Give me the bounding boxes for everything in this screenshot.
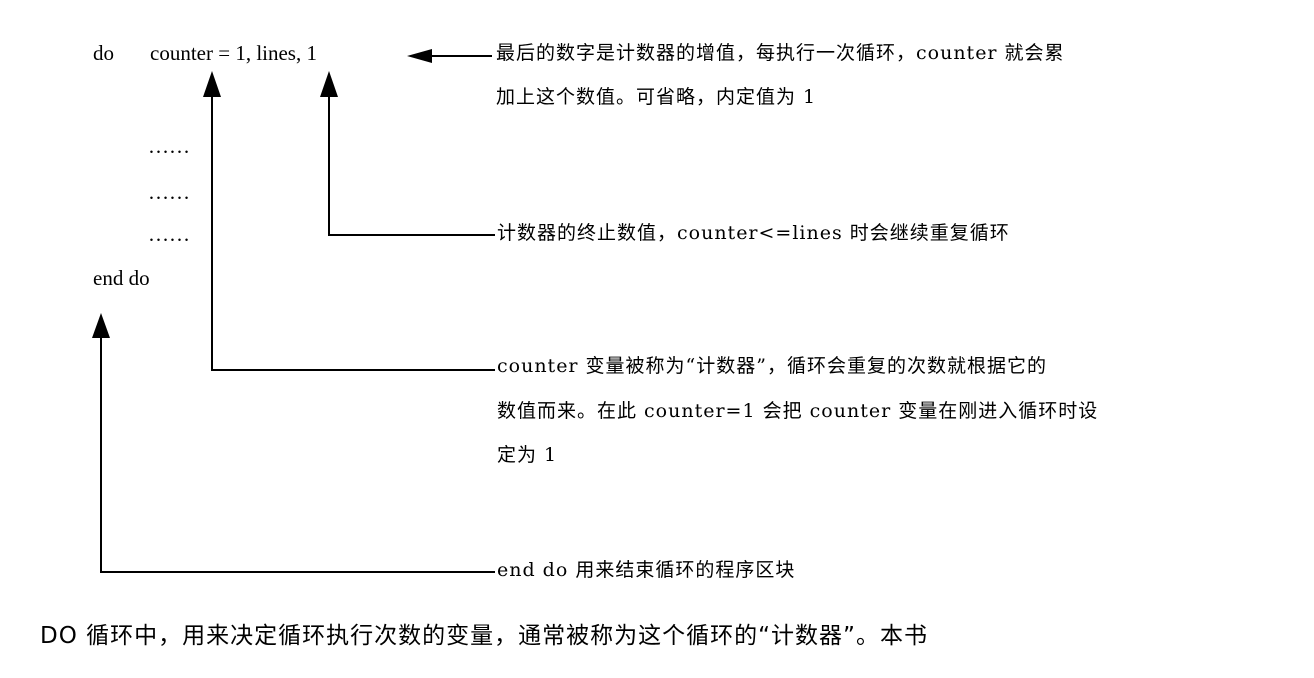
counter-annotation-line-1: counter 变量被称为“计数器”，循环会重复的次数就根据它的 [497, 355, 1047, 377]
end-connector [100, 336, 495, 573]
end-annotation: end do 用来结束循环的程序区块 [497, 559, 796, 581]
counter-connector [211, 96, 495, 371]
limit-arrowhead [320, 71, 338, 97]
code-loop-header: counter = 1, lines, 1 [150, 41, 317, 65]
increment-annotation-line-2: 加上这个数值。可省略，内定值为 1 [496, 86, 817, 108]
end-arrowhead [92, 313, 110, 338]
counter-annotation-line-3: 定为 1 [497, 444, 558, 466]
increment-annotation-line-1: 最后的数字是计数器的增值，每执行一次循环，counter 就会累 [496, 42, 1065, 64]
code-body-line-3: …… [148, 222, 190, 246]
code-do-keyword: do [93, 41, 114, 65]
counter-arrowhead [203, 71, 221, 97]
counter-annotation-line-2: 数值而来。在此 counter=1 会把 counter 变量在刚进入循环时设 [497, 400, 1099, 422]
code-body-line-1: …… [148, 134, 190, 158]
code-end-keyword: end do [93, 266, 150, 290]
body-paragraph-line-1: DO 循环中，用来决定循环执行次数的变量，通常被称为这个循环的“计数器”。本书 [40, 623, 928, 649]
limit-connector [328, 96, 495, 236]
increment-arrowhead [407, 49, 432, 63]
limit-annotation: 计数器的终止数值，counter<=lines 时会继续重复循环 [497, 222, 1010, 244]
code-body-line-2: …… [148, 180, 190, 204]
